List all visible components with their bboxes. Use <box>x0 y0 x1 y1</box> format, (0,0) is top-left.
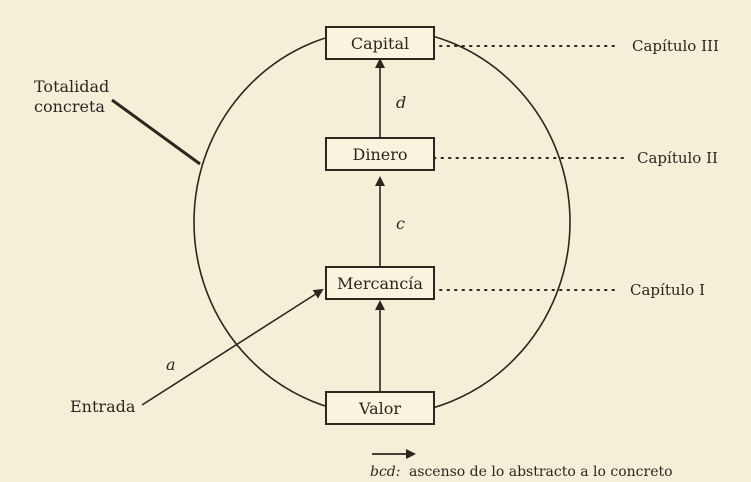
legend-text: bcd: ascenso de lo abstracto a lo concre… <box>370 464 673 480</box>
arrow-label-d: d <box>396 93 406 112</box>
entrada-label: Entrada <box>70 397 136 416</box>
chapter-3-label: Capítulo III <box>632 37 719 55</box>
node-mercancia-label: Mercancía <box>337 274 423 293</box>
legend-key: bcd: <box>370 464 400 480</box>
totality-circle <box>193 28 571 416</box>
node-capital-label: Capital <box>351 34 409 53</box>
legend-description: ascenso de lo abstracto a lo concreto <box>409 464 673 480</box>
totality-pointer-line <box>111 98 201 166</box>
box-mercancia <box>325 266 435 300</box>
arrow-label-a: a <box>166 355 176 374</box>
totality-label-line2: concreta <box>34 97 105 116</box>
arrow-entrada <box>141 288 324 406</box>
node-valor-label: Valor <box>358 399 401 418</box>
totality-label-line1: Totalidad <box>34 77 109 96</box>
box-capital <box>325 26 435 60</box>
arrow-label-c: c <box>396 214 405 233</box>
chapter-2-label: Capítulo II <box>637 149 718 167</box>
node-dinero-label: Dinero <box>353 145 408 164</box>
box-dinero <box>325 137 435 171</box>
box-valor <box>325 391 435 425</box>
chapter-1-label: Capítulo I <box>630 281 705 299</box>
